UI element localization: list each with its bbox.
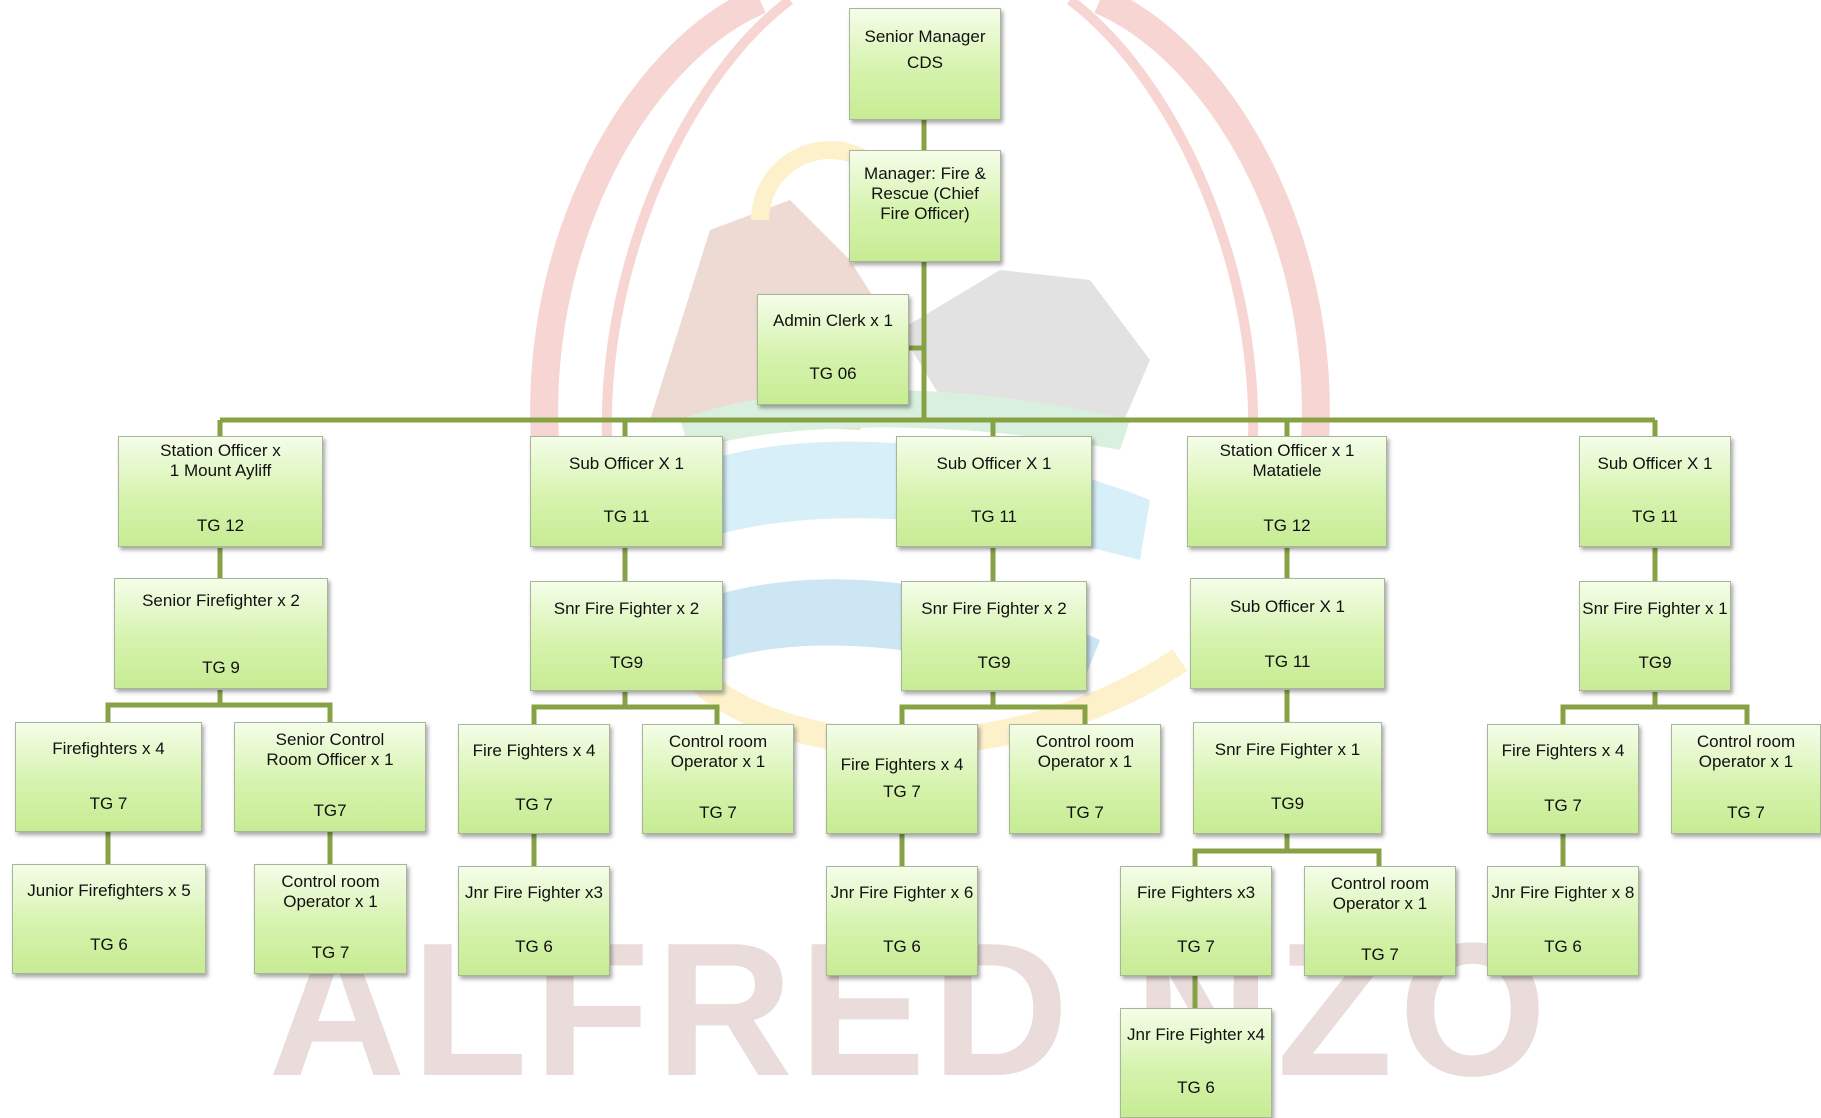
node-grade: TG 6 bbox=[1544, 937, 1582, 956]
node-fire-fighters: Fire Fighters x 4 TG 7 bbox=[458, 724, 610, 834]
node-grade: TG9 bbox=[1638, 653, 1672, 672]
node-title: Junior Firefighters x 5 bbox=[27, 881, 191, 900]
node-grade: TG 11 bbox=[971, 507, 1017, 526]
node-station-officer-matatiele: Station Officer x 1 Matatiele TG 12 bbox=[1187, 436, 1387, 547]
node-senior-control-room-officer: Senior Control Room Officer x 1 TG7 bbox=[234, 722, 426, 832]
node-junior-firefighters: Junior Firefighters x 5 TG 6 bbox=[12, 864, 206, 974]
node-grade: TG 11 bbox=[1264, 652, 1311, 671]
node-grade: TG 7 bbox=[883, 782, 921, 801]
node-grade: TG 7 bbox=[1361, 945, 1399, 964]
node-title: Snr Fire Fighter x 2 bbox=[921, 599, 1067, 618]
node-title: Snr Fire Fighter x 2 bbox=[553, 599, 700, 618]
node-snr-fire-fighter: Snr Fire Fighter x 1 TG9 bbox=[1579, 581, 1731, 691]
node-grade: TG 7 bbox=[1177, 937, 1215, 956]
node-grade: TG 12 bbox=[1263, 516, 1311, 535]
node-title: Jnr Fire Fighter x 8 bbox=[1491, 883, 1635, 902]
node-control-room-operator: Control room Operator x 1 TG 7 bbox=[1304, 866, 1456, 976]
node-grade: TG 6 bbox=[90, 935, 128, 954]
node-sub-officer: Sub Officer X 1 TG 11 bbox=[530, 436, 723, 547]
node-grade: TG 06 bbox=[809, 364, 857, 383]
node-title: Control room Operator x 1 bbox=[281, 872, 380, 911]
node-control-room-operator: Control room Operator x 1 TG 7 bbox=[1009, 724, 1161, 834]
node-fire-fighters: Fire Fighters x 4 TG 7 bbox=[826, 724, 978, 834]
node-grade: TG9 bbox=[977, 653, 1011, 672]
node-fire-fighters: Fire Fighters x 4 TG 7 bbox=[1487, 724, 1639, 834]
node-control-room-operator: Control room Operator x 1 TG 7 bbox=[1671, 724, 1821, 834]
node-title: Fire Fighters x 4 bbox=[1501, 741, 1625, 760]
node-sub-officer: Sub Officer X 1 TG 11 bbox=[896, 436, 1092, 547]
node-grade: TG 6 bbox=[515, 937, 553, 956]
node-title: Station Officer x 1 Matatiele bbox=[1219, 441, 1355, 480]
node-title: Snr Fire Fighter x 1 bbox=[1214, 740, 1361, 759]
node-title: Senior Firefighter x 2 bbox=[142, 591, 300, 610]
node-grade: TG 7 bbox=[1066, 803, 1104, 822]
node-title: Jnr Fire Fighter x 6 bbox=[830, 883, 974, 902]
node-title: Manager: Fire & Rescue (Chief Fire Offic… bbox=[864, 164, 986, 223]
node-grade: TG7 bbox=[313, 801, 347, 820]
node-senior-manager: Senior Manager CDS bbox=[849, 8, 1001, 120]
node-grade: TG 7 bbox=[699, 803, 737, 822]
node-title: Jnr Fire Fighter x3 bbox=[465, 883, 603, 902]
node-grade: TG 12 bbox=[196, 516, 245, 535]
node-title: Sub Officer X 1 bbox=[569, 454, 684, 473]
node-title: Fire Fighters x 4 bbox=[472, 741, 596, 760]
node-control-room-operator: Control room Operator x 1 TG 7 bbox=[642, 724, 794, 834]
node-title: Sub Officer X 1 bbox=[936, 454, 1052, 473]
node-snr-fire-fighter: Snr Fire Fighter x 1 TG9 bbox=[1193, 722, 1382, 834]
node-grade: TG 7 bbox=[1727, 803, 1765, 822]
node-title: Sub Officer X 1 bbox=[1230, 597, 1345, 616]
node-title: Fire Fighters x3 bbox=[1136, 883, 1256, 902]
node-sub-officer: Sub Officer X 1 TG 11 bbox=[1579, 436, 1731, 547]
node-grade: CDS bbox=[907, 53, 943, 72]
node-snr-fire-fighter: Snr Fire Fighter x 2 TG9 bbox=[530, 581, 723, 691]
node-title: Senior Manager bbox=[864, 27, 986, 46]
node-jnr-fire-fighter: Jnr Fire Fighter x4 TG 6 bbox=[1120, 1008, 1272, 1118]
node-station-officer-mount-ayliff: Station Officer x 1 Mount Ayliff TG 12 bbox=[118, 436, 323, 547]
node-grade: TG 6 bbox=[883, 937, 921, 956]
node-grade: TG 6 bbox=[1177, 1078, 1215, 1097]
node-grade: TG 7 bbox=[89, 794, 128, 813]
node-title: Control room Operator x 1 bbox=[668, 732, 768, 771]
node-title: Firefighters x 4 bbox=[52, 739, 165, 758]
node-senior-firefighter: Senior Firefighter x 2 TG 9 bbox=[114, 578, 328, 689]
node-snr-fire-fighter: Snr Fire Fighter x 2 TG9 bbox=[901, 581, 1087, 691]
node-grade: TG9 bbox=[1270, 794, 1305, 813]
node-fire-fighters: Fire Fighters x3 TG 7 bbox=[1120, 866, 1272, 976]
node-title: Control room Operator x 1 bbox=[1330, 874, 1430, 913]
node-title: Jnr Fire Fighter x4 bbox=[1127, 1025, 1265, 1044]
node-control-room-operator: Control room Operator x 1 TG 7 bbox=[254, 864, 407, 974]
node-grade: TG 7 bbox=[515, 795, 553, 814]
node-grade: TG 11 bbox=[603, 507, 650, 526]
node-title: Fire Fighters x 4 bbox=[840, 755, 964, 774]
node-grade: TG9 bbox=[609, 653, 644, 672]
node-title: Station Officer x 1 Mount Ayliff bbox=[160, 441, 281, 480]
node-jnr-fire-fighter: Jnr Fire Fighter x 8 TG 6 bbox=[1487, 866, 1639, 976]
node-title: Senior Control Room Officer x 1 bbox=[266, 730, 394, 769]
node-jnr-fire-fighter: Jnr Fire Fighter x 6 TG 6 bbox=[826, 866, 978, 976]
node-grade: TG 7 bbox=[1544, 796, 1582, 815]
node-grade: TG 7 bbox=[311, 943, 350, 962]
node-title: Control room Operator x 1 bbox=[1696, 732, 1796, 771]
node-manager-fire-rescue: Manager: Fire & Rescue (Chief Fire Offic… bbox=[849, 150, 1001, 262]
node-title: Sub Officer X 1 bbox=[1597, 454, 1713, 473]
node-firefighters: Firefighters x 4 TG 7 bbox=[15, 722, 202, 832]
node-jnr-fire-fighter: Jnr Fire Fighter x3 TG 6 bbox=[458, 866, 610, 976]
node-title: Snr Fire Fighter x 1 bbox=[1582, 599, 1728, 618]
node-admin-clerk: Admin Clerk x 1 TG 06 bbox=[757, 294, 909, 405]
node-sub-officer: Sub Officer X 1 TG 11 bbox=[1190, 578, 1385, 689]
node-grade: TG 11 bbox=[1632, 507, 1678, 526]
node-title: Control room Operator x 1 bbox=[1035, 732, 1135, 771]
node-grade: TG 9 bbox=[202, 658, 240, 677]
node-title: Admin Clerk x 1 bbox=[773, 311, 893, 330]
